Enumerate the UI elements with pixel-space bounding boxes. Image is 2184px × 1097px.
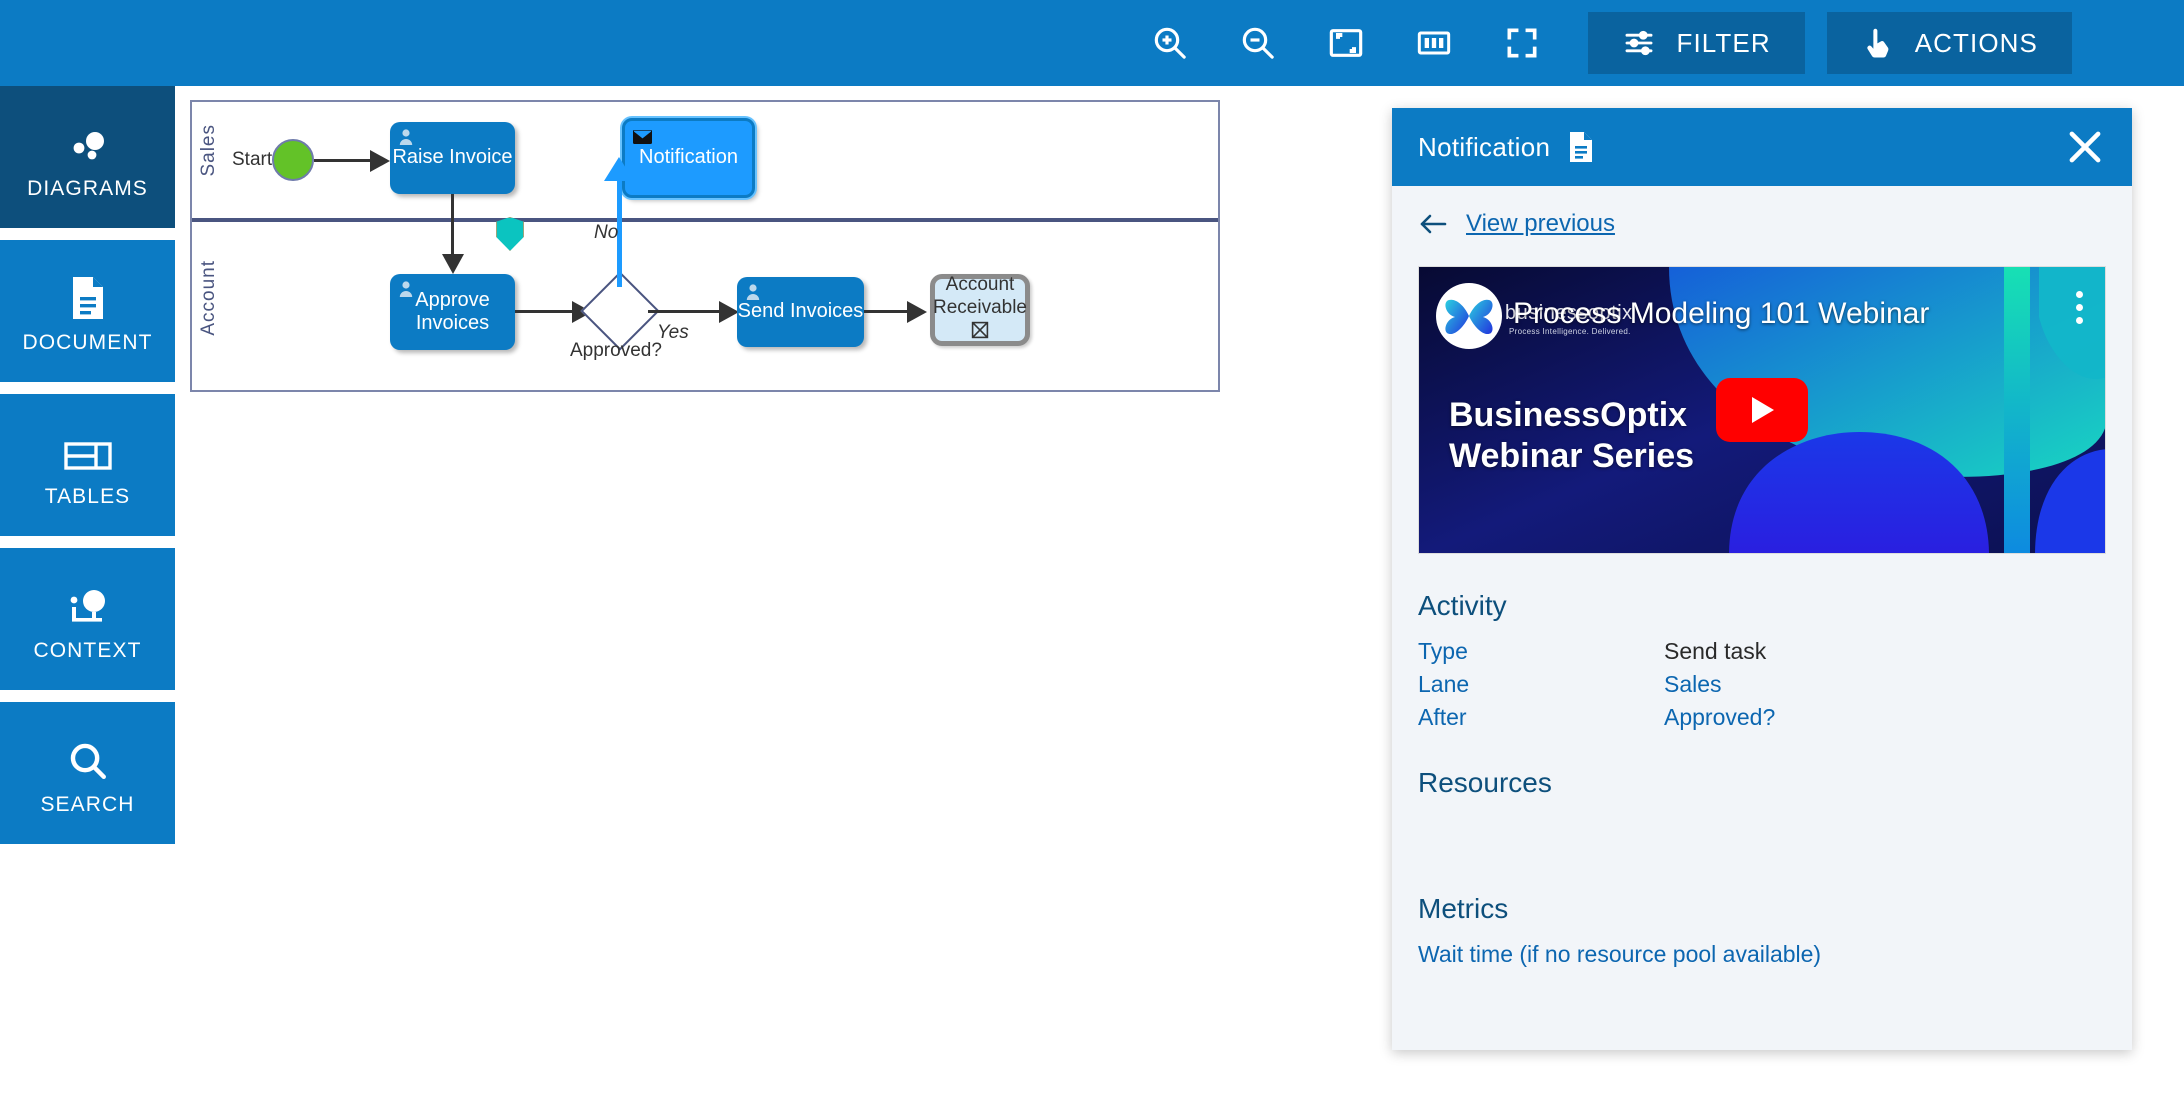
start-label: Start — [232, 149, 273, 170]
sidebar-item-label: TABLES — [44, 485, 131, 508]
flow-arrowhead — [370, 150, 390, 172]
video-series-text: BusinessOptix Webinar Series — [1449, 395, 1694, 478]
zoom-out-icon[interactable] — [1227, 12, 1289, 74]
context-icon — [64, 575, 112, 629]
top-toolbar: FILTER ACTIONS — [0, 0, 2184, 86]
actions-button[interactable]: ACTIONS — [1826, 12, 2072, 74]
flow-arrowhead — [719, 301, 739, 323]
diagrams-icon — [65, 113, 111, 167]
task-label: Notification — [639, 146, 738, 169]
left-sidebar: DIAGRAMS DOCUMENT — [0, 86, 180, 856]
property-value: Send task — [1664, 638, 1767, 664]
gateway-label: Approved? — [570, 340, 662, 361]
resources-empty-area — [1418, 815, 2106, 893]
flow-arrowhead — [604, 157, 634, 181]
diagram-canvas[interactable]: Sales Account Start Raise Invoice Notifi… — [190, 100, 1220, 392]
flow-connector-yes — [648, 310, 722, 313]
property-value-link[interactable]: Sales — [1664, 671, 1722, 697]
terminate-event-icon — [971, 321, 989, 346]
lane-label: Account — [198, 260, 219, 336]
property-key: Type — [1418, 638, 1468, 664]
fit-to-page-icon[interactable] — [1315, 12, 1377, 74]
notification-detail-panel: Notification — [1392, 108, 2132, 1050]
flow-arrowhead — [907, 301, 927, 323]
property-value-link[interactable]: Approved? — [1664, 704, 1776, 730]
document-icon — [1568, 131, 1594, 163]
start-event-node[interactable] — [272, 139, 314, 181]
property-row-lane: Lane Sales — [1418, 671, 2106, 698]
video-series-line1: BusinessOptix — [1449, 396, 1688, 434]
close-icon[interactable] — [2064, 126, 2106, 168]
sidebar-item-tables[interactable]: TABLES — [0, 394, 175, 536]
task-label: Send Invoices — [737, 300, 864, 323]
video-thumbnail[interactable]: businessoptix Process Intelligence. Deli… — [1418, 266, 2106, 554]
video-title: Process Modeling 101 Webinar — [1513, 297, 1930, 330]
flow-connector — [314, 159, 372, 162]
flow-arrowhead — [442, 254, 464, 274]
task-send-invoices[interactable]: Send Invoices — [737, 277, 864, 347]
user-task-icon — [398, 128, 414, 152]
panel-header: Notification — [1392, 108, 2132, 186]
document-icon — [69, 267, 107, 321]
brand-name: businessoptix — [1505, 302, 1633, 324]
swimlane-account: Account — [192, 226, 1218, 390]
property-row-after: After Approved? — [1418, 704, 2106, 731]
task-label: Approve Invoices — [415, 288, 490, 334]
swimlane-sales: Sales — [192, 102, 1218, 222]
panel-body: View previous — [1392, 186, 2132, 968]
video-series-line2: Webinar Series — [1449, 437, 1695, 476]
flow-connector-no — [617, 177, 622, 287]
kebab-menu-icon[interactable] — [2076, 291, 2083, 324]
filter-button[interactable]: FILTER — [1588, 12, 1805, 74]
send-task-envelope-icon — [633, 127, 652, 150]
property-row-type: Type Send task — [1418, 638, 2106, 665]
sidebar-item-label: SEARCH — [40, 793, 135, 816]
task-label: Raise Invoice — [392, 146, 513, 169]
businessoptix-logo-icon — [1436, 283, 1502, 349]
filter-button-label: FILTER — [1676, 27, 1771, 58]
sidebar-item-label: DIAGRAMS — [27, 177, 148, 200]
property-key: After — [1418, 704, 1467, 730]
sidebar-item-context[interactable]: CONTEXT — [0, 548, 175, 690]
flow-connector — [451, 194, 454, 256]
metric-wait-time-link[interactable]: Wait time (if no resource pool available… — [1418, 941, 1822, 967]
brand-tagline: Process Intelligence. Delivered. — [1509, 327, 1631, 336]
panel-title: Notification — [1418, 131, 1551, 162]
sidebar-item-diagrams[interactable]: DIAGRAMS — [0, 86, 175, 228]
section-title-activity: Activity — [1418, 590, 1507, 621]
flow-label-yes: Yes — [657, 322, 689, 343]
lane-label: Sales — [198, 124, 219, 177]
flow-label-no: No — [594, 222, 619, 243]
task-notification[interactable]: Notification — [622, 118, 755, 198]
task-approve-invoices[interactable]: Approve Invoices — [390, 274, 515, 350]
zoom-in-icon[interactable] — [1139, 12, 1201, 74]
zoom-100-icon[interactable] — [1403, 12, 1465, 74]
fullscreen-icon[interactable] — [1491, 12, 1553, 74]
sidebar-item-document[interactable]: DOCUMENT — [0, 240, 175, 382]
end-event-label: Account Receivable — [933, 273, 1027, 318]
section-title-metrics: Metrics — [1418, 893, 1509, 924]
flow-connector — [864, 310, 910, 313]
search-icon — [66, 729, 110, 783]
actions-button-label: ACTIONS — [1914, 27, 2038, 58]
section-title-resources: Resources — [1418, 767, 1552, 798]
flow-connector — [515, 310, 575, 313]
youtube-play-icon[interactable] — [1716, 378, 1808, 442]
sidebar-item-label: CONTEXT — [33, 639, 142, 662]
property-key: Lane — [1418, 671, 1470, 697]
arrow-left-icon — [1418, 212, 1448, 236]
end-event-account-receivable[interactable]: Account Receivable — [930, 274, 1030, 346]
sidebar-item-search[interactable]: SEARCH — [0, 702, 175, 844]
tables-icon — [63, 421, 113, 475]
task-raise-invoice[interactable]: Raise Invoice — [390, 122, 515, 194]
view-previous-link[interactable]: View previous — [1466, 210, 1615, 237]
view-previous-row[interactable]: View previous — [1418, 210, 2106, 238]
user-task-icon — [745, 283, 761, 307]
sidebar-item-label: DOCUMENT — [22, 331, 153, 354]
user-task-icon — [398, 280, 414, 304]
